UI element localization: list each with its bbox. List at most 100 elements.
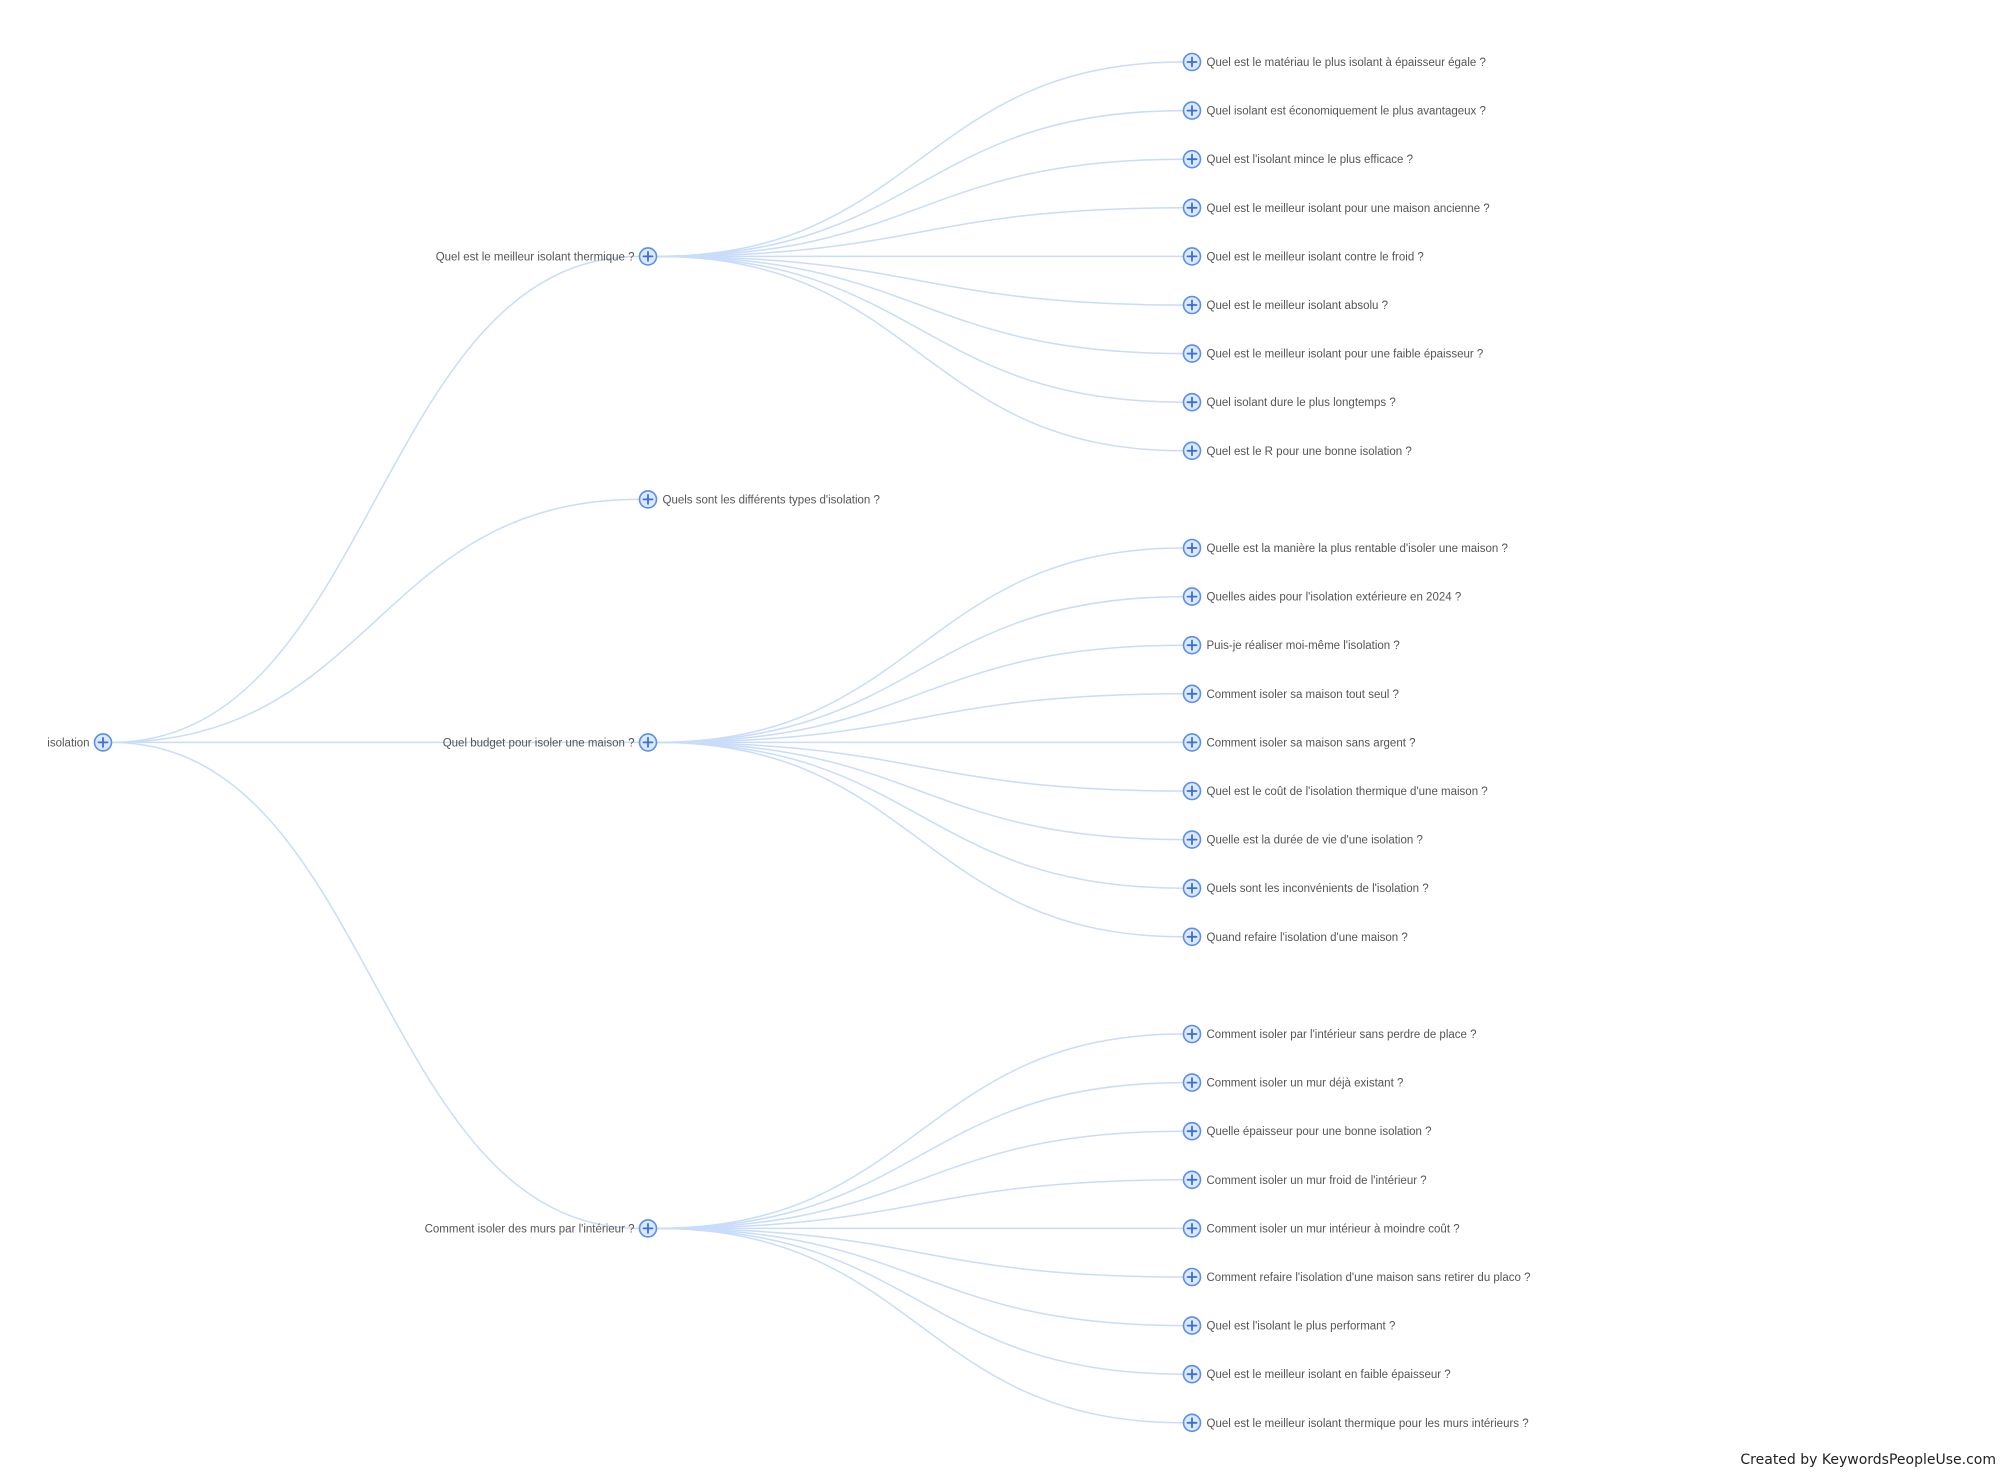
expand-plus-icon[interactable]	[1182, 101, 1202, 120]
created-by-credit: Created by KeywordsPeopleUse.com	[1740, 1452, 1996, 1468]
expand-plus-icon[interactable]	[1182, 295, 1202, 315]
leaf-node-1-4[interactable]: Quel est le meilleur isolant pour une ma…	[1182, 198, 1490, 218]
link-root-to-branch-4	[111, 741, 640, 1230]
node-label: Quel est le meilleur isolant en faible é…	[1207, 1369, 1451, 1381]
leaf-node-4-8[interactable]: Quel est le meilleur isolant en faible é…	[1182, 1364, 1451, 1384]
branch-node-3[interactable]: Quel budget pour isoler une maison ?	[443, 733, 658, 752]
leaf-node-1-6[interactable]: Quel est le meilleur isolant absolu ?	[1182, 295, 1389, 315]
expand-plus-icon[interactable]	[638, 733, 658, 752]
leaf-node-1-2[interactable]: Quel isolant est économiquement le plus …	[1182, 101, 1486, 120]
expand-plus-icon[interactable]	[1182, 1267, 1202, 1287]
expand-plus-icon[interactable]	[1182, 878, 1202, 898]
node-label: Quel isolant dure le plus longtemps ?	[1207, 397, 1396, 409]
leaf-node-3-3[interactable]: Puis-je réaliser moi-même l'isolation ?	[1182, 635, 1400, 655]
leaf-node-4-3[interactable]: Quelle épaisseur pour une bonne isolatio…	[1182, 1121, 1432, 1141]
node-label: Comment isoler un mur déjà existant ?	[1207, 1078, 1404, 1090]
node-label: Quelle épaisseur pour une bonne isolatio…	[1207, 1126, 1432, 1138]
node-label: Comment refaire l'isolation d'une maison…	[1207, 1272, 1531, 1284]
leaf-node-1-5[interactable]: Quel est le meilleur isolant contre le f…	[1182, 247, 1424, 266]
root-node-isolation[interactable]: isolation	[47, 733, 113, 752]
leaf-node-4-1[interactable]: Comment isoler par l'intérieur sans perd…	[1182, 1024, 1477, 1044]
leaf-node-4-7[interactable]: Quel est l'isolant le plus performant ?	[1182, 1316, 1396, 1335]
link-branch-3-to-leaf-4	[656, 693, 1184, 744]
leaf-node-1-1[interactable]: Quel est le matériau le plus isolant à é…	[1182, 52, 1486, 72]
leaf-node-4-4[interactable]: Comment isoler un mur froid de l'intérie…	[1182, 1170, 1427, 1190]
branch-node-1[interactable]: Quel est le meilleur isolant thermique ?	[436, 247, 658, 266]
expand-plus-icon[interactable]	[1182, 635, 1202, 655]
node-label: Quel est le meilleur isolant pour une ma…	[1207, 203, 1490, 215]
link-branch-1-to-leaf-6	[656, 255, 1184, 306]
node-label: Quand refaire l'isolation d'une maison ?	[1207, 932, 1408, 944]
expand-plus-icon[interactable]	[1182, 781, 1202, 801]
leaf-node-1-3[interactable]: Quel est l'isolant mince le plus efficac…	[1182, 149, 1414, 169]
node-label: isolation	[47, 737, 89, 749]
tree-links	[111, 61, 1184, 1424]
node-label: Quel est le R pour une bonne isolation ?	[1207, 446, 1412, 458]
leaf-node-3-9[interactable]: Quand refaire l'isolation d'une maison ?	[1182, 927, 1408, 947]
expand-plus-icon[interactable]	[1182, 247, 1202, 266]
node-label: Quel est le meilleur isolant thermique ?	[436, 251, 635, 263]
expand-plus-icon[interactable]	[1182, 149, 1202, 169]
node-label: Comment isoler sa maison tout seul ?	[1207, 689, 1399, 701]
branch-node-2[interactable]: Quels sont les différents types d'isolat…	[638, 490, 880, 509]
node-label: Comment isoler des murs par l'intérieur …	[425, 1223, 635, 1235]
leaf-node-4-6[interactable]: Comment refaire l'isolation d'une maison…	[1182, 1267, 1531, 1287]
node-label: Quel budget pour isoler une maison ?	[443, 737, 635, 749]
expand-plus-icon[interactable]	[638, 1219, 658, 1238]
expand-plus-icon[interactable]	[1182, 198, 1202, 218]
link-branch-1-to-leaf-7	[656, 255, 1184, 355]
link-branch-3-to-leaf-6	[656, 741, 1184, 792]
branch-node-4[interactable]: Comment isoler des murs par l'intérieur …	[425, 1219, 658, 1238]
node-label: Quel est le meilleur isolant contre le f…	[1207, 251, 1424, 263]
link-branch-1-to-leaf-4	[656, 207, 1184, 258]
expand-plus-icon[interactable]	[1182, 1073, 1202, 1092]
expand-plus-icon[interactable]	[1182, 1364, 1202, 1384]
expand-plus-icon[interactable]	[638, 490, 658, 509]
expand-plus-icon[interactable]	[1182, 392, 1202, 412]
link-branch-4-to-leaf-6	[656, 1227, 1184, 1278]
leaf-node-1-7[interactable]: Quel est le meilleur isolant pour une fa…	[1182, 344, 1484, 363]
leaf-node-3-8[interactable]: Quels sont les inconvénients de l'isolat…	[1182, 878, 1429, 898]
expand-plus-icon[interactable]	[638, 247, 658, 266]
expand-plus-icon[interactable]	[1182, 684, 1202, 704]
expand-plus-icon[interactable]	[1182, 1024, 1202, 1044]
expand-plus-icon[interactable]	[1182, 441, 1202, 461]
expand-plus-icon[interactable]	[1182, 1413, 1202, 1433]
expand-plus-icon[interactable]	[93, 733, 113, 752]
leaf-node-4-9[interactable]: Quel est le meilleur isolant thermique p…	[1182, 1413, 1529, 1433]
link-branch-3-to-leaf-9	[656, 741, 1184, 938]
link-branch-4-to-leaf-2	[656, 1081, 1184, 1230]
node-label: Quelle est la manière la plus rentable d…	[1207, 543, 1508, 555]
expand-plus-icon[interactable]	[1182, 733, 1202, 752]
node-label: Comment isoler par l'intérieur sans perd…	[1207, 1029, 1477, 1041]
node-label: Comment isoler un mur froid de l'intérie…	[1207, 1175, 1427, 1187]
expand-plus-icon[interactable]	[1182, 1170, 1202, 1190]
expand-plus-icon[interactable]	[1182, 344, 1202, 363]
leaf-node-4-5[interactable]: Comment isoler un mur intérieur à moindr…	[1182, 1219, 1460, 1238]
expand-plus-icon[interactable]	[1182, 1219, 1202, 1238]
leaf-node-3-5[interactable]: Comment isoler sa maison sans argent ?	[1182, 733, 1416, 752]
expand-plus-icon[interactable]	[1182, 830, 1202, 849]
expand-plus-icon[interactable]	[1182, 927, 1202, 947]
expand-plus-icon[interactable]	[1182, 1316, 1202, 1335]
leaf-node-3-6[interactable]: Quel est le coût de l'isolation thermiqu…	[1182, 781, 1488, 801]
leaf-node-1-9[interactable]: Quel est le R pour une bonne isolation ?	[1182, 441, 1412, 461]
leaf-node-3-7[interactable]: Quelle est la durée de vie d'une isolati…	[1182, 830, 1423, 849]
node-label: Puis-je réaliser moi-même l'isolation ?	[1207, 640, 1400, 652]
link-branch-4-to-leaf-9	[656, 1227, 1184, 1424]
leaf-node-4-2[interactable]: Comment isoler un mur déjà existant ?	[1182, 1073, 1404, 1092]
leaf-node-1-8[interactable]: Quel isolant dure le plus longtemps ?	[1182, 392, 1396, 412]
leaf-node-3-2[interactable]: Quelles aides pour l'isolation extérieur…	[1182, 587, 1462, 606]
link-branch-3-to-leaf-8	[656, 741, 1184, 889]
leaf-node-3-4[interactable]: Comment isoler sa maison tout seul ?	[1182, 684, 1399, 704]
link-branch-3-to-leaf-7	[656, 741, 1184, 841]
expand-plus-icon[interactable]	[1182, 1121, 1202, 1141]
link-branch-1-to-leaf-8	[656, 255, 1184, 403]
expand-plus-icon[interactable]	[1182, 538, 1202, 558]
link-branch-4-to-leaf-4	[656, 1179, 1184, 1230]
expand-plus-icon[interactable]	[1182, 52, 1202, 72]
expand-plus-icon[interactable]	[1182, 587, 1202, 606]
leaf-node-3-1[interactable]: Quelle est la manière la plus rentable d…	[1182, 538, 1508, 558]
link-branch-3-to-leaf-2	[656, 595, 1184, 744]
